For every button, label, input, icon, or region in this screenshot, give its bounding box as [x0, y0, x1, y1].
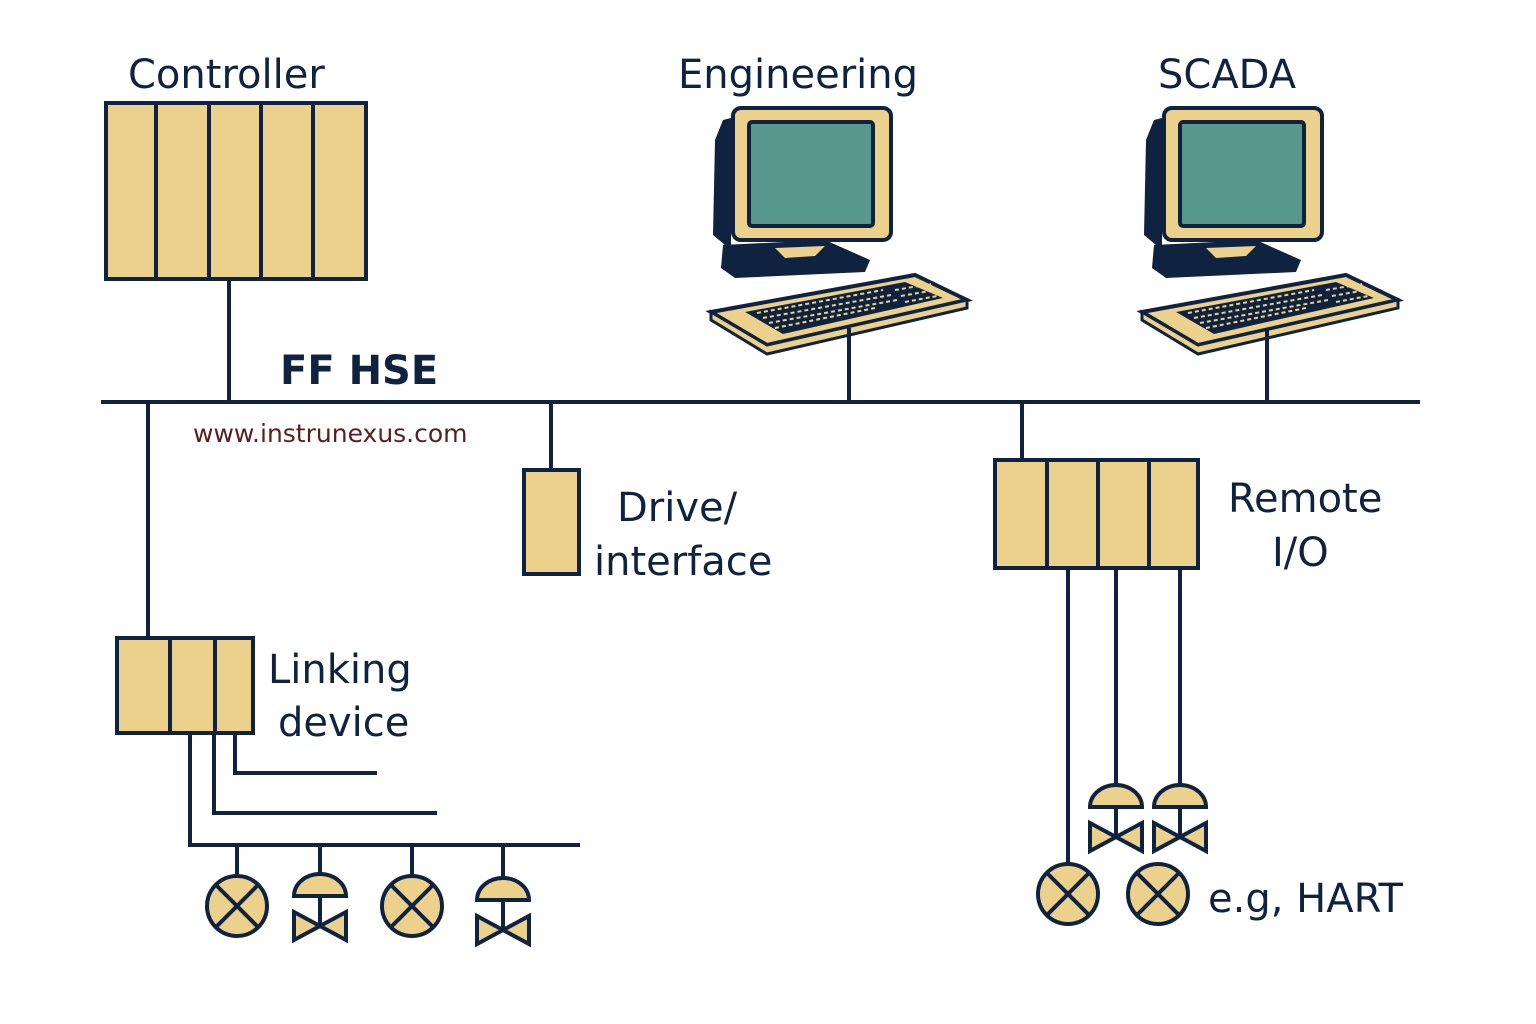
h1-segment-line: [212, 731, 437, 815]
engineering-node: Engineering: [678, 52, 969, 404]
remote-io-label-line1: Remote: [1228, 476, 1382, 522]
remote-io-label-line2: I/O: [1272, 530, 1329, 576]
hart-note: e.g, HART: [1208, 876, 1403, 922]
engineering-label: Engineering: [678, 52, 918, 98]
controller-rack: [104, 101, 368, 281]
scada-label: SCADA: [1158, 52, 1297, 98]
scada-computer-icon: [1140, 106, 1400, 356]
h1-segment-line: [188, 731, 580, 847]
control-valve-icon: [1152, 783, 1208, 853]
remote-io-node: Remote I/O e.g, HART: [993, 400, 1403, 926]
linking-device-node: Linking device: [115, 400, 580, 946]
control-valve-icon: [475, 876, 531, 946]
control-valve-icon: [1088, 783, 1144, 853]
linking-device-label-line2: device: [278, 700, 409, 746]
drive-label-line1: Drive/: [617, 485, 738, 531]
control-valve-icon: [292, 872, 348, 942]
controller-node: Controller: [104, 52, 368, 404]
transmitter-icon: [380, 874, 444, 938]
h1-segment-line: [233, 731, 377, 775]
drive-module: [522, 468, 581, 576]
watermark-url: www.instrunexus.com: [193, 419, 468, 448]
transmitter-icon: [205, 874, 269, 938]
controller-label: Controller: [128, 52, 325, 98]
linking-device-rack: [115, 636, 255, 735]
transmitter-icon: [1036, 862, 1100, 926]
drive-interface-node: Drive/ interface: [522, 400, 772, 585]
transmitter-icon: [1126, 862, 1190, 926]
scada-node: SCADA: [1140, 52, 1400, 404]
ff-hse-label: FF HSE: [280, 348, 438, 394]
engineering-computer-icon: [709, 106, 969, 356]
linking-device-label-line1: Linking: [268, 647, 412, 693]
drive-label-line2: interface: [594, 539, 772, 585]
